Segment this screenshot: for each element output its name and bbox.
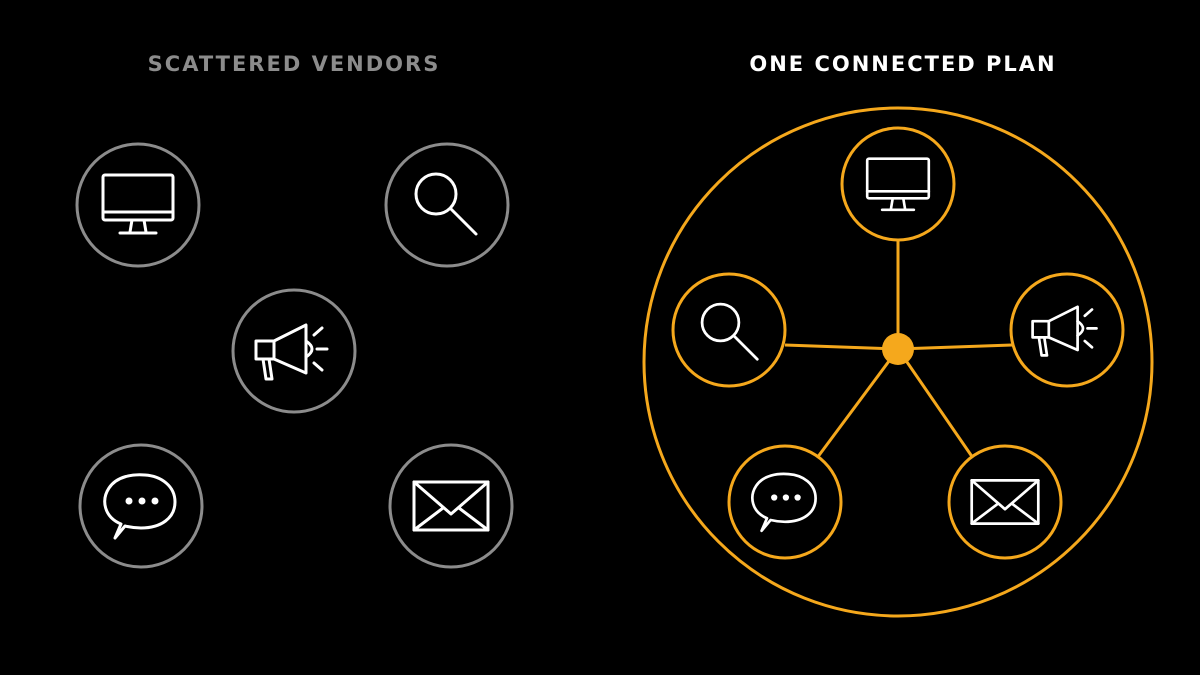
monitor-icon (101, 173, 175, 235)
connector-lines (784, 240, 1013, 459)
megaphone-icon (254, 323, 329, 381)
node-ring (231, 288, 357, 414)
envelope-icon (412, 480, 490, 532)
connector-megaphone (897, 343, 1013, 351)
node-ring (727, 444, 843, 560)
scattered-node-envelope (388, 443, 514, 569)
connector-chat (815, 348, 900, 459)
connector-envelope (896, 348, 975, 459)
scattered-node-chat (78, 443, 204, 569)
connected-node-chat (727, 444, 843, 560)
chat-bubble-icon (103, 473, 177, 540)
connected-node-envelope (947, 444, 1063, 560)
connected-node-megaphone (1009, 272, 1125, 388)
connected-node-search (671, 272, 787, 388)
scattered-vendors-group (75, 142, 514, 569)
connected-plan-title: ONE CONNECTED PLAN (749, 52, 1057, 76)
scattered-node-monitor (75, 142, 201, 268)
node-ring (947, 444, 1063, 560)
node-ring (1009, 272, 1125, 388)
node-ring (384, 142, 510, 268)
node-ring (75, 142, 201, 268)
scattered-vendors-title: SCATTERED VENDORS (147, 52, 441, 76)
outer-plan-ring (642, 106, 1154, 618)
hub-dot (882, 333, 914, 365)
scattered-node-search (384, 142, 510, 268)
node-ring (78, 443, 204, 569)
node-ring (671, 272, 787, 388)
connector-search (784, 343, 899, 351)
search-icon (414, 172, 478, 236)
connected-plan-group (642, 106, 1154, 618)
scattered-node-megaphone (231, 288, 357, 414)
node-ring (840, 126, 956, 242)
node-ring (388, 443, 514, 569)
connected-node-monitor (840, 126, 956, 242)
